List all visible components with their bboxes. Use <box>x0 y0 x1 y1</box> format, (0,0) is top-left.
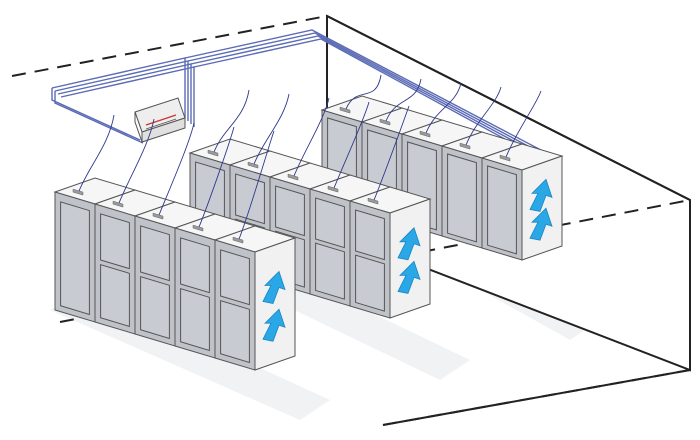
network-cable <box>118 118 155 204</box>
rack-vent <box>339 106 351 114</box>
server-rack-icon <box>213 225 297 371</box>
rack-vent <box>192 224 204 232</box>
network-cable <box>198 126 235 228</box>
airflow-arrow-icon <box>262 308 286 342</box>
network-cables <box>78 74 542 240</box>
network-cable <box>465 86 502 146</box>
server-rack-icon <box>308 174 392 307</box>
network-cable <box>425 82 462 134</box>
rack-vent <box>327 185 339 193</box>
rack-end-panel <box>254 237 296 371</box>
airflow-arrow-icon <box>529 207 553 241</box>
rack-door-lower <box>100 264 130 328</box>
rack-vent <box>112 200 124 208</box>
rack-vent <box>207 149 219 157</box>
network-cable <box>345 74 382 110</box>
server-rack-icon <box>440 131 524 249</box>
airflow-arrow-icon <box>262 270 286 304</box>
network-cable <box>293 97 330 177</box>
rack-door-upper <box>275 185 305 237</box>
server-rack-icon <box>480 143 564 261</box>
network-cable <box>505 90 542 158</box>
rack-vent <box>247 161 259 169</box>
rack-door-upper <box>180 237 210 294</box>
rack-door-lower <box>140 276 170 340</box>
rack-door-upper <box>100 213 130 270</box>
airflow-arrows <box>262 178 553 342</box>
network-cable <box>333 101 370 189</box>
rack-end-panel <box>389 198 431 319</box>
rack-door-lower <box>220 300 250 364</box>
rack-door-lower <box>315 242 345 300</box>
rack-door-upper <box>235 173 265 225</box>
rack-door-lower <box>355 254 385 312</box>
floor-edge-near <box>382 369 691 426</box>
rack-door <box>487 165 517 255</box>
rack-door-upper <box>140 225 170 282</box>
wall-edge-top <box>326 15 691 201</box>
rack-door-upper <box>220 249 250 306</box>
server-racks <box>53 95 564 371</box>
server-rack-icon <box>348 186 432 319</box>
network-cable <box>78 114 115 192</box>
floor-edge-far <box>59 199 691 323</box>
rack-vent <box>379 118 391 126</box>
rack-door <box>60 201 90 316</box>
network-cable <box>373 105 410 201</box>
airflow-arrow-icon <box>529 178 553 212</box>
rack-door-lower <box>180 288 210 352</box>
rack-door-upper <box>355 209 385 261</box>
cable-tray-icon <box>51 29 561 170</box>
rack-vent <box>287 173 299 181</box>
network-cable <box>213 89 250 153</box>
rack-vent <box>232 236 244 244</box>
rack-door-upper <box>315 197 345 249</box>
server-rack-icon <box>173 213 257 359</box>
rack-vent <box>152 212 164 220</box>
ceiling-edge-left <box>11 15 328 77</box>
rack-vent <box>367 197 379 205</box>
rack-vent <box>419 130 431 138</box>
airflow-arrow-icon <box>397 227 421 261</box>
airflow-arrow-icon <box>397 260 421 294</box>
server-rack-icon <box>53 177 137 323</box>
network-cable <box>238 130 275 240</box>
network-cable <box>253 93 290 165</box>
rack-end-panel <box>521 155 563 261</box>
network-cable <box>385 78 422 122</box>
network-switch-icon <box>134 97 186 143</box>
row-front <box>53 177 297 371</box>
rack-door <box>447 153 477 243</box>
network-cable <box>158 122 195 216</box>
rack-vent <box>72 188 84 196</box>
rack-vent <box>499 154 511 162</box>
rack-vent <box>459 142 471 150</box>
